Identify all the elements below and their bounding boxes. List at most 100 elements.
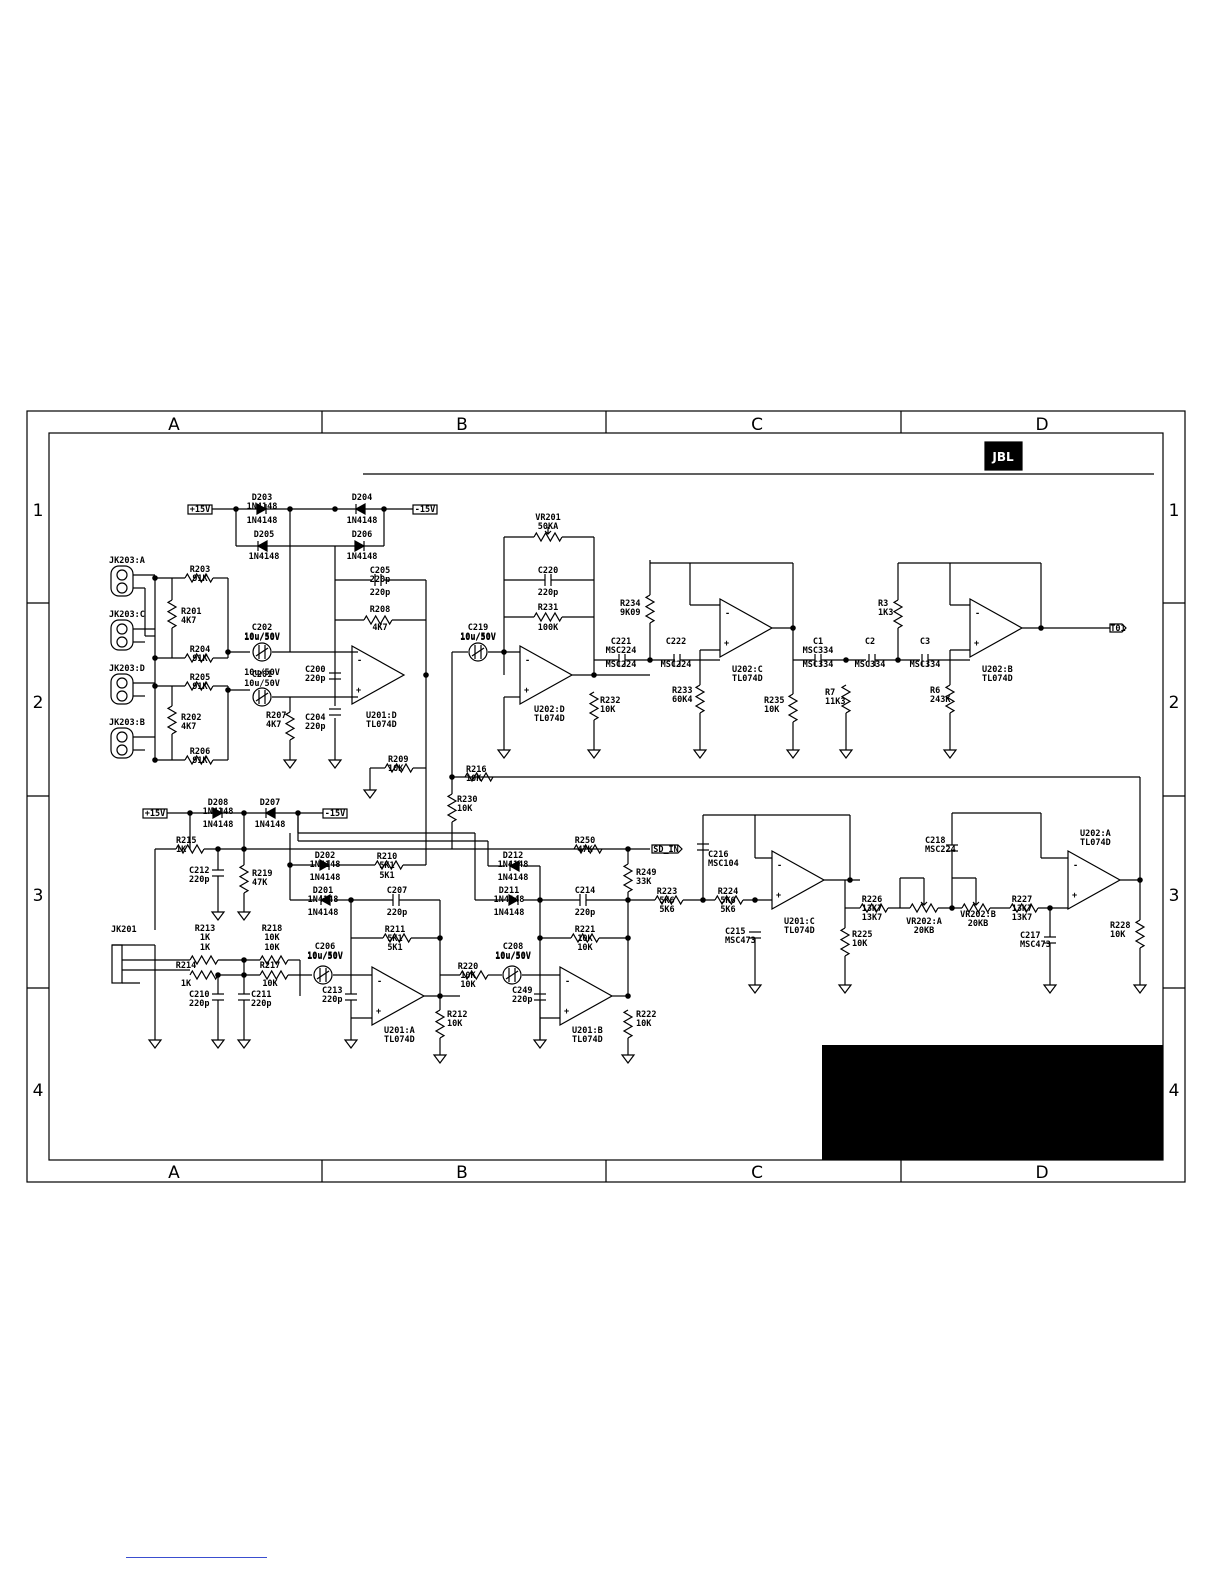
resistor (714, 894, 744, 906)
component-value: 1N4148 (310, 860, 341, 870)
resistor (184, 754, 214, 766)
component-value: 20KB (914, 926, 934, 936)
opamp-plus: + (524, 686, 529, 696)
component-value: 5K1 (379, 871, 394, 881)
component-ref: D201 (313, 886, 333, 896)
component-ref: VR202:A (906, 917, 942, 927)
component-value: 1N4148 (255, 820, 286, 830)
component-value: MSC473 (725, 936, 756, 946)
ground-symbol (327, 759, 343, 769)
component-value: 220p (189, 875, 209, 885)
component-value: 1N4148 (247, 516, 278, 526)
net-label-out-text: T01 (1110, 624, 1125, 634)
component-value: 1K (200, 933, 211, 943)
component-ref: R210 (377, 852, 397, 862)
bottom-link-underline[interactable] (126, 1557, 267, 1558)
date-value: NOV.30.2005 (881, 1132, 954, 1145)
component-ref: D205 (254, 530, 274, 540)
filename-label: Filename (826, 1145, 880, 1159)
jack-label: JK201 (111, 925, 137, 935)
jack-connector (110, 673, 134, 705)
component-ref: C219 (468, 623, 488, 633)
component-value: TL074D (732, 674, 763, 684)
opamp-plus: + (376, 1007, 381, 1017)
resistor (284, 711, 296, 741)
component-value: 4K7 (266, 720, 281, 730)
opamp-plus: + (356, 686, 361, 696)
opamp (351, 644, 406, 706)
component-ref: C221 (611, 637, 631, 647)
component-ref: R250 (575, 836, 595, 846)
component-ref: C1 (813, 637, 823, 647)
ground-symbol (147, 1039, 163, 1049)
component-value: 10K (457, 804, 473, 814)
component-value: 220p (305, 722, 325, 732)
zone-column-label: A (168, 1163, 180, 1183)
component-value: 9K09 (620, 608, 640, 618)
component-value: 1N4148 (347, 552, 378, 562)
component-value: 91K (192, 574, 208, 584)
component-ref: R227 (1012, 895, 1032, 905)
component-value: 91K (192, 756, 208, 766)
resistor (374, 859, 404, 871)
zone-column-label: D (1035, 1163, 1048, 1183)
junction-dot (152, 683, 158, 689)
component-value: 1N4148 (203, 807, 234, 817)
ground-symbol (282, 759, 298, 769)
resistor (533, 531, 563, 543)
component-value: 50KA (538, 522, 558, 532)
jack-label: JK203:A (109, 556, 145, 566)
component-value: 10u/50V (244, 632, 280, 642)
diode (256, 502, 268, 516)
junction-dot (537, 897, 543, 903)
opamp-minus: - (777, 861, 782, 871)
component-ref: R219 (252, 869, 272, 879)
ground-symbol (1132, 984, 1148, 994)
jack-connector (110, 565, 134, 597)
component-ref: C2 (865, 637, 875, 647)
component-ref: C3 (920, 637, 930, 647)
component-value: 220p (370, 588, 390, 598)
component-value: 10K (1110, 930, 1126, 940)
resistor (840, 684, 852, 714)
junction-dot (1137, 877, 1143, 883)
title-label: Title (825, 1049, 852, 1063)
component-value: 4K7 (181, 616, 196, 626)
component-value: 10K (447, 1019, 463, 1029)
component-value: TL074D (366, 720, 397, 730)
component-ref: D202 (315, 851, 335, 861)
ground-symbol (942, 749, 958, 759)
number-label: Number (883, 1083, 931, 1097)
opamp-minus: - (525, 656, 530, 666)
component-value: 5K6 (720, 896, 735, 906)
resistor (588, 691, 600, 721)
junction-dot (625, 993, 631, 999)
ground-symbol (210, 911, 226, 921)
component-ref: R204 (190, 645, 210, 655)
resistor (166, 599, 178, 629)
component-ref: D204 (352, 493, 372, 503)
resistor (573, 843, 603, 855)
electrolytic-capacitor (252, 642, 272, 662)
rail-pos-label: +15V (190, 505, 210, 515)
of-label: of (1104, 1145, 1116, 1159)
component-value: 1K (176, 845, 187, 855)
component-value: TL074D (1080, 838, 1111, 848)
component-value: 10u/50V (460, 632, 496, 642)
component-value: 1N4148 (249, 552, 280, 562)
component-ref: R218 (262, 924, 282, 934)
component-value: 220p (387, 908, 407, 918)
resistor (644, 594, 656, 624)
component-value: MSC334 (803, 646, 834, 656)
component-value: 5K1 (387, 934, 402, 944)
resistor (184, 652, 214, 664)
resistor (909, 902, 939, 914)
component-value: 10K (600, 705, 616, 715)
diode (212, 806, 224, 820)
opamp-minus: - (1073, 861, 1078, 871)
zone-row-label: 1 (1169, 501, 1180, 521)
component-value: MSC334 (855, 660, 886, 670)
component-ref: R225 (852, 930, 872, 940)
junction-dot (152, 757, 158, 763)
